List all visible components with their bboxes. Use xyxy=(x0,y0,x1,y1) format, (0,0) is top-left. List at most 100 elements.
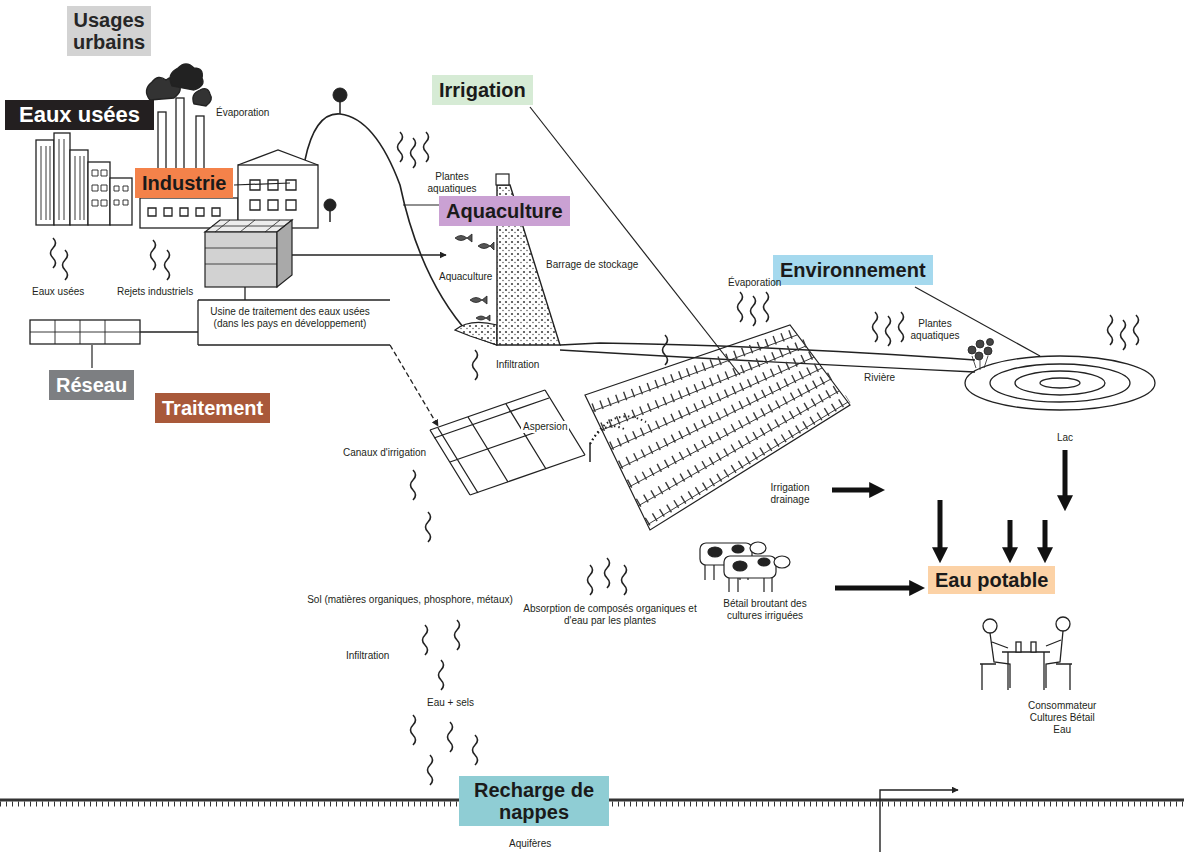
cattle xyxy=(733,561,747,571)
city-buildings xyxy=(110,178,132,225)
leader-line xyxy=(530,107,740,375)
infiltration-flow xyxy=(473,350,478,380)
treatment-plant xyxy=(205,232,277,287)
infiltration-flow xyxy=(411,470,431,542)
sprinkler xyxy=(590,416,646,444)
evaporation-flow xyxy=(751,296,756,326)
treatment-pipes xyxy=(140,331,198,332)
treatment-pipes xyxy=(390,345,438,426)
annotation-label: Usine de traitement des eaux usées (dans… xyxy=(202,306,378,330)
soil-flow xyxy=(428,755,433,785)
category-box: Réseau xyxy=(49,370,134,400)
city-buildings xyxy=(36,133,132,225)
annotation-label: Bétail broutant des cultures irriguées xyxy=(709,598,821,622)
irrigation-canals xyxy=(430,390,585,495)
evaporation-flow xyxy=(738,292,743,322)
category-label: Irrigation xyxy=(439,79,526,101)
cattle xyxy=(732,545,744,553)
category-box: Eau potable xyxy=(928,566,1055,594)
consumers xyxy=(1031,642,1036,652)
infiltration-flow xyxy=(426,512,431,542)
consumers xyxy=(980,664,996,690)
treatment-pipes xyxy=(292,254,446,255)
treatment-plant xyxy=(205,220,285,264)
evaporation-flow xyxy=(873,312,878,342)
well-pipe xyxy=(880,790,958,852)
factory xyxy=(238,165,318,228)
city-buildings xyxy=(36,140,54,225)
evaporation-flow xyxy=(424,132,429,162)
consumers xyxy=(980,617,1072,690)
factory xyxy=(140,64,318,228)
industrial-discharge xyxy=(151,240,156,270)
aquatic-plants xyxy=(976,340,984,348)
lake xyxy=(990,364,1130,402)
annotation-label: Aquaculture xyxy=(439,271,492,283)
treatment-pipes xyxy=(244,287,245,300)
city-buildings xyxy=(54,133,70,225)
category-box: Environnement xyxy=(773,255,933,285)
lake xyxy=(965,356,1155,410)
category-box: Traitement xyxy=(155,393,270,423)
consumers xyxy=(1056,664,1072,690)
evaporation-flow xyxy=(663,335,668,365)
soil-flow xyxy=(423,625,428,655)
annotation-label: Consommateur Cultures Bétail Eau xyxy=(1028,700,1096,736)
annotation-label: Barrage de stockage xyxy=(544,259,640,271)
annotation-label: Absorption de composés organiques et d'e… xyxy=(520,603,700,627)
annotation-label: Eaux usées xyxy=(32,286,84,298)
category-label: Traitement xyxy=(162,397,263,419)
factory xyxy=(193,89,211,106)
aquatic-plants xyxy=(968,346,976,354)
cattle xyxy=(729,578,772,592)
tree xyxy=(324,88,347,222)
flow-arrow xyxy=(938,500,943,552)
evaporation-flow xyxy=(411,138,416,168)
aquatic-plants xyxy=(987,339,994,346)
soil-flow xyxy=(439,660,444,690)
category-label: Recharge de nappes xyxy=(466,779,602,823)
annotation-label: Canaux d'irrigation xyxy=(343,447,426,459)
evaporation-flow xyxy=(663,292,1139,365)
annotation-label: Évaporation xyxy=(216,107,269,119)
sewer-network xyxy=(30,320,140,344)
treatment-plant xyxy=(205,220,292,287)
category-box: Aquaculture xyxy=(439,196,570,226)
sprinkler xyxy=(590,416,646,462)
soil-flow xyxy=(411,558,627,785)
category-label: Eau potable xyxy=(935,569,1048,591)
consumers xyxy=(983,619,997,633)
infiltration-flow xyxy=(473,350,478,380)
fish xyxy=(478,242,494,250)
leader-line xyxy=(234,183,290,185)
soil-flow xyxy=(411,715,416,745)
annotation-label: Sol (matières organiques, phosphore, mét… xyxy=(305,594,515,606)
aquatic-plants xyxy=(968,339,994,371)
sewer-network xyxy=(30,320,140,344)
evaporation-flow xyxy=(764,292,769,322)
evaporation-flow xyxy=(398,132,403,162)
sewage-flow xyxy=(51,238,56,268)
fish xyxy=(455,234,472,242)
sprinkler xyxy=(590,426,626,444)
fish xyxy=(470,296,487,304)
category-label: Eaux usées xyxy=(19,103,140,127)
reservoir xyxy=(455,322,497,345)
annotation-label: Évaporation xyxy=(728,277,781,289)
aquatic-plants xyxy=(984,347,992,355)
evaporation-flow xyxy=(1134,315,1139,345)
sprinkler xyxy=(589,444,591,462)
treatment-pipes xyxy=(140,255,446,426)
category-label: Industrie xyxy=(142,172,226,194)
flow-arrow xyxy=(832,488,874,493)
cattle xyxy=(758,558,770,566)
dam-house xyxy=(496,174,509,185)
factory xyxy=(148,208,220,216)
soil-flow xyxy=(455,620,460,650)
evaporation-flow xyxy=(886,316,891,346)
lake xyxy=(1040,378,1080,388)
sewage-flow xyxy=(51,238,68,280)
annotation-label: Irrigation drainage xyxy=(762,482,818,506)
soil-flow xyxy=(588,565,593,595)
